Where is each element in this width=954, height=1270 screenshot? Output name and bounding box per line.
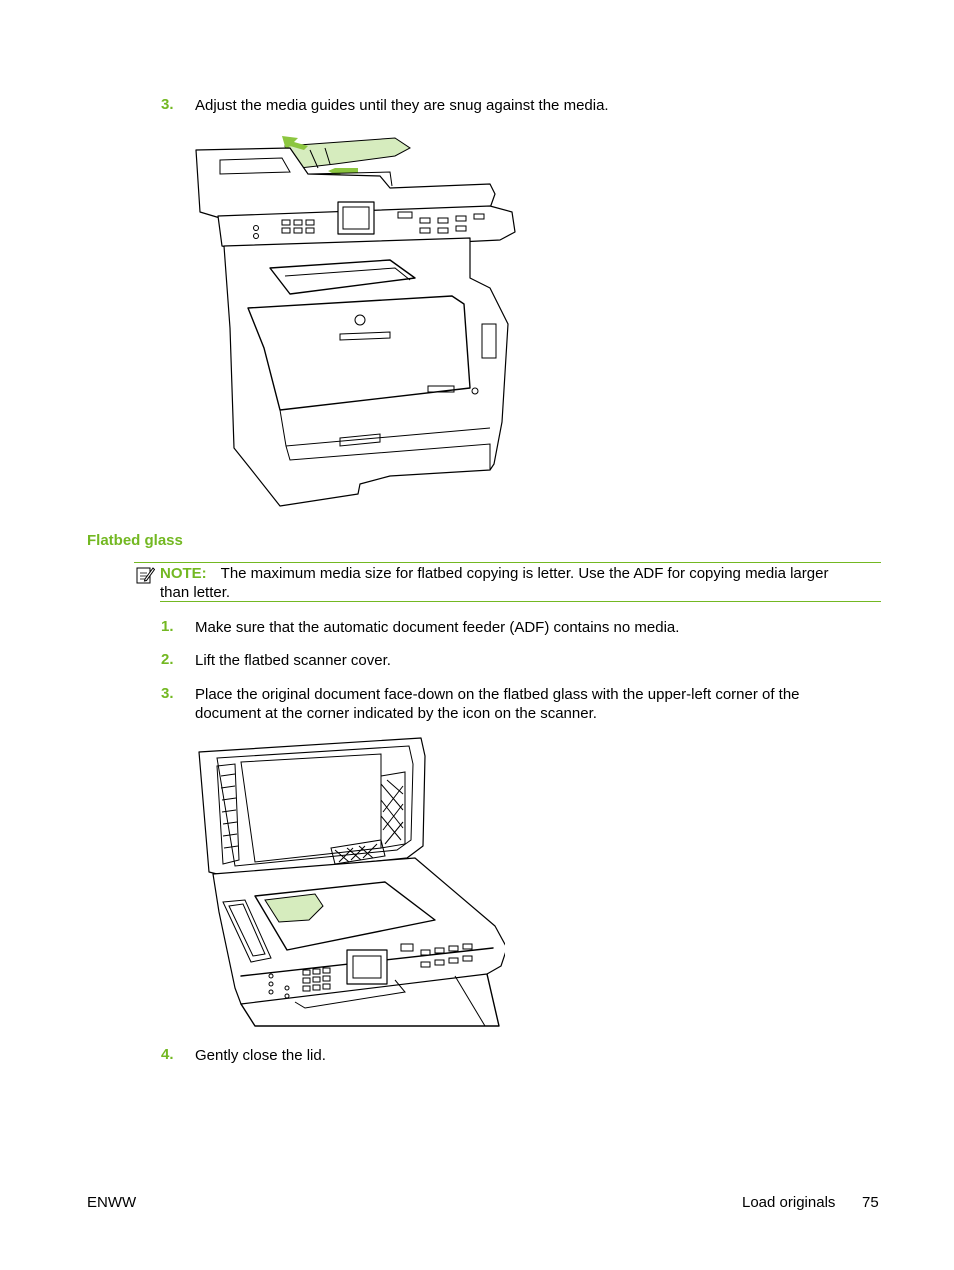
step-number: 3. bbox=[161, 685, 174, 702]
step-number: 2. bbox=[161, 651, 174, 668]
footer-section: Load originals bbox=[742, 1194, 836, 1211]
section-heading: Flatbed glass bbox=[87, 532, 183, 549]
footer-page-number: 75 bbox=[862, 1194, 879, 1211]
note-top-rule bbox=[134, 562, 881, 563]
note-pencil-icon bbox=[136, 567, 155, 584]
step-text-line2: document at the corner indicated by the … bbox=[195, 705, 597, 722]
step-number: 3. bbox=[161, 96, 174, 113]
note-label: NOTE: bbox=[160, 565, 207, 582]
step-number: 1. bbox=[161, 618, 174, 635]
step-text: Make sure that the automatic document fe… bbox=[195, 619, 680, 636]
step-text: Adjust the media guides until they are s… bbox=[195, 97, 609, 114]
note-body: NOTE: The maximum media size for flatbed … bbox=[160, 564, 885, 602]
note-bottom-rule bbox=[160, 601, 881, 602]
footer-left: ENWW bbox=[87, 1194, 137, 1211]
flatbed-scanner-illustration bbox=[198, 737, 505, 1027]
step-text-line1: Place the original document face-down on… bbox=[195, 686, 800, 703]
step-text: Gently close the lid. bbox=[195, 1047, 326, 1064]
step-text: Place the original document face-down on… bbox=[195, 685, 800, 723]
note-text-line1: The maximum media size for flatbed copyi… bbox=[220, 565, 829, 582]
step-number: 4. bbox=[161, 1046, 174, 1063]
note-text-line2: than letter. bbox=[160, 584, 231, 601]
printer-adf-illustration bbox=[195, 136, 516, 507]
step-text: Lift the flatbed scanner cover. bbox=[195, 652, 391, 669]
